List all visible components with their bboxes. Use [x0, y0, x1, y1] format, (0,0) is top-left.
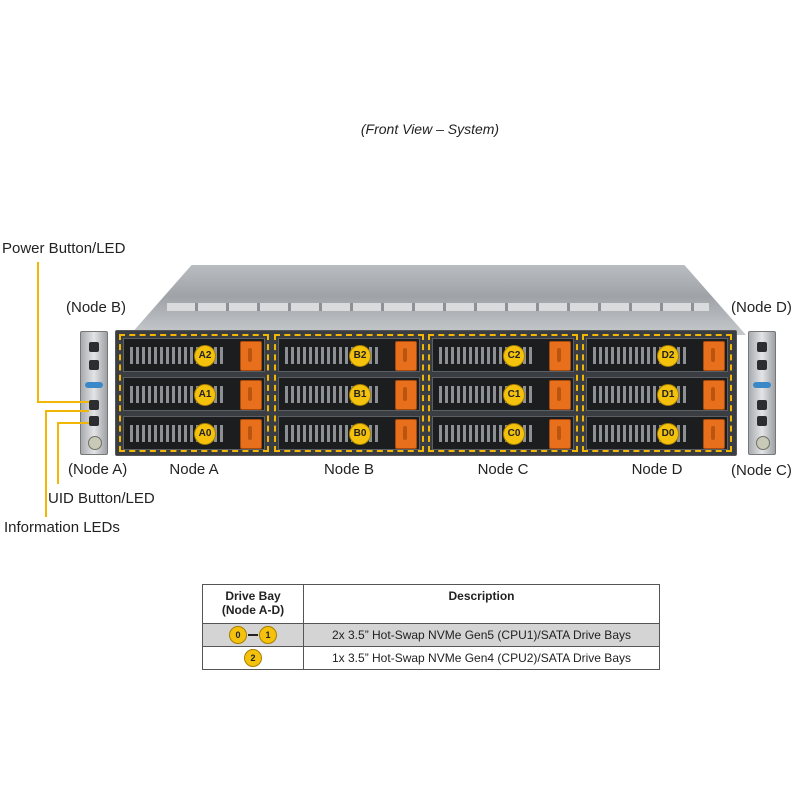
uid-button-icon: [89, 416, 99, 426]
node-c-led-icon: [757, 416, 767, 426]
drive-handle-icon[interactable]: [703, 419, 725, 449]
node-frame: [582, 334, 732, 452]
header-description: Description: [303, 584, 660, 624]
node-label: Node A: [169, 461, 219, 478]
right-control-ear: [748, 331, 776, 455]
drive-bay-badge: B0: [349, 423, 371, 445]
power-button-icon: [89, 400, 99, 410]
drive-bay-badge: B1: [349, 384, 371, 406]
drive-bay-badge: C0: [503, 423, 525, 445]
thumbscrew-icon: [756, 436, 770, 450]
node-b-led-icon: [89, 360, 99, 370]
node-frame: [119, 334, 269, 452]
drive-bay[interactable]: [278, 377, 420, 411]
callout-line: [57, 422, 89, 424]
drive-handle-icon[interactable]: [240, 419, 262, 449]
callout-line: [57, 422, 59, 484]
callout-line: [37, 262, 39, 403]
drive-bay-badge: A1: [194, 384, 216, 406]
drive-handle-icon[interactable]: [395, 380, 417, 410]
description-cell: 1x 3.5” Hot-Swap NVMe Gen4 (CPU2)/SATA D…: [303, 646, 660, 670]
table-header-row: Drive Bay (Node A-D) Description: [202, 584, 660, 624]
node-label: Node B: [323, 461, 375, 478]
node-d-button-icon: [757, 342, 767, 352]
table-row: 2 1x 3.5” Hot-Swap NVMe Gen4 (CPU2)/SATA…: [202, 646, 660, 670]
bay-badge: 0: [229, 626, 247, 644]
bay-cell: 2: [202, 646, 304, 670]
node-label: Node C: [477, 461, 529, 478]
info-leds-label: Information LEDs: [4, 519, 120, 536]
power-button-label: Power Button/LED: [2, 240, 126, 257]
node-frame: [274, 334, 424, 452]
node-a-side-label: (Node A): [68, 461, 128, 478]
drive-handle-icon[interactable]: [549, 341, 571, 371]
drive-bay-badge: B2: [349, 345, 371, 367]
drive-handle-icon[interactable]: [395, 419, 417, 449]
drive-bay[interactable]: [123, 338, 265, 372]
node-frame: [428, 334, 578, 452]
drive-bay-badge: D1: [657, 384, 679, 406]
left-control-ear: [80, 331, 108, 455]
thumbscrew-icon: [88, 436, 102, 450]
node-b-button-icon: [89, 342, 99, 352]
drive-bay-badge: D0: [657, 423, 679, 445]
bay-badge: 2: [244, 649, 262, 667]
callout-line: [45, 410, 47, 517]
callout-line: [45, 410, 89, 412]
chassis-top-cover: [130, 265, 746, 335]
bay-badge: 1: [259, 626, 277, 644]
drive-bay-badge: D2: [657, 345, 679, 367]
brand-logo-icon: [85, 382, 103, 388]
drive-bay-badge: C1: [503, 384, 525, 406]
drive-handle-icon[interactable]: [240, 341, 262, 371]
drive-bay-badge: A2: [194, 345, 216, 367]
drive-handle-icon[interactable]: [703, 341, 725, 371]
description-cell: 2x 3.5” Hot-Swap NVMe Gen5 (CPU1)/SATA D…: [303, 623, 660, 647]
node-c-button-icon: [757, 400, 767, 410]
drive-handle-icon[interactable]: [240, 380, 262, 410]
node-d-led-icon: [757, 360, 767, 370]
drive-bay-badge: A0: [194, 423, 216, 445]
drive-handle-icon[interactable]: [549, 380, 571, 410]
uid-button-label: UID Button/LED: [48, 490, 155, 507]
brand-logo-icon: [753, 382, 771, 388]
drive-handle-icon[interactable]: [395, 341, 417, 371]
node-c-side-label: (Node C): [731, 462, 792, 479]
figure-title: (Front View – System): [360, 121, 500, 137]
drive-handle-icon[interactable]: [549, 419, 571, 449]
node-d-side-label: (Node D): [731, 299, 792, 316]
drive-bay-badge: C2: [503, 345, 525, 367]
drive-handle-icon[interactable]: [703, 380, 725, 410]
node-b-side-label: (Node B): [66, 299, 127, 316]
node-label: Node D: [631, 461, 683, 478]
callout-line: [37, 401, 89, 403]
header-drive-bay: Drive Bay (Node A-D): [202, 584, 304, 624]
range-dash: [248, 634, 258, 636]
